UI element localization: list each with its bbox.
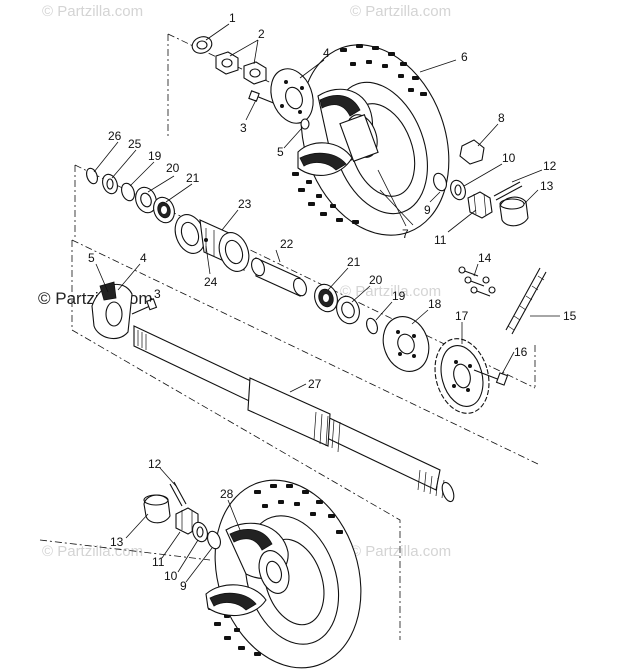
callout-13-bottom: 13 (110, 535, 124, 549)
part-4-flange-top (270, 68, 314, 124)
callout-20-left: 20 (166, 161, 180, 175)
top-wheel-assembly (191, 36, 529, 236)
callout-16: 16 (514, 345, 528, 359)
part-15-chain (505, 267, 547, 335)
part-20-seal-left (135, 186, 157, 214)
part-18-sprocket-hub (382, 316, 430, 372)
part-20-seal-right (336, 295, 360, 325)
callout-4-left: 4 (140, 251, 147, 265)
callout-26: 26 (108, 129, 122, 143)
callout-2: 2 (258, 27, 265, 41)
part-11-castle-nut-top (467, 191, 493, 219)
watermark-top-left: © Partzilla.com (42, 3, 143, 20)
part-19-oring-left (121, 182, 135, 202)
callout-12-top: 12 (543, 159, 557, 173)
part-9-washer-bottom (207, 530, 221, 550)
bottom-left-axis (39, 539, 211, 561)
leader-lines (93, 23, 560, 583)
callout-12-bottom: 12 (148, 457, 162, 471)
part-13-cap-top (499, 196, 529, 227)
part-2-nuts (215, 51, 267, 85)
part-16-bolt (473, 369, 509, 386)
callout-9-top: 9 (424, 203, 431, 217)
callout-24: 24 (204, 275, 218, 289)
part-12-cotter-pin-bottom (169, 481, 187, 507)
part-23-axle-housing (174, 214, 250, 272)
callout-14: 14 (478, 251, 492, 265)
callout-6: 6 (461, 50, 468, 64)
callout-19-left: 19 (148, 149, 162, 163)
callout-27: 27 (308, 377, 322, 391)
callout-10-bottom: 10 (164, 569, 178, 583)
callout-5-left: 5 (88, 251, 95, 265)
callout-22: 22 (280, 237, 294, 251)
callout-28: 28 (220, 487, 234, 501)
callout-19-right: 19 (392, 289, 406, 303)
left-flange-assembly (91, 281, 158, 340)
callout-9-bottom: 9 (180, 579, 187, 593)
part-5-nut-top (300, 118, 310, 130)
callout-11-bottom: 11 (152, 555, 165, 569)
callout-25: 25 (128, 137, 142, 151)
callout-4-top: 4 (323, 46, 330, 60)
bearing-stack (86, 167, 547, 414)
callout-23: 23 (238, 197, 252, 211)
part-26-snap-ring (86, 167, 98, 185)
bottom-wheel-assembly (143, 479, 362, 669)
part-12-cotter-pin-top (493, 181, 523, 201)
part-10-washer-bottom (192, 521, 208, 543)
callout-17: 17 (455, 309, 469, 323)
bottom-axis-line (71, 329, 401, 640)
part-21-bearing-left (153, 196, 175, 224)
bottom-hub (205, 522, 290, 617)
part-3-bolt-left (131, 298, 158, 315)
callout-21-left: 21 (186, 171, 200, 185)
callout-21-right: 21 (347, 255, 361, 269)
watermark-bottom-right: © Partzilla.com (350, 543, 451, 560)
part-27-axle-shaft (133, 325, 455, 503)
callout-3-top: 3 (240, 121, 247, 135)
part-28-hub-insert (229, 529, 273, 551)
part-9-washer-top (433, 172, 447, 192)
part-1-washer (191, 36, 213, 54)
callout-3-left: 3 (154, 287, 161, 301)
callout-1: 1 (229, 11, 236, 25)
watermark-top-right: © Partzilla.com (350, 3, 451, 20)
callout-labels: 1 2 3 4 5 6 7 8 9 10 11 12 13 26 25 19 2… (88, 11, 577, 593)
callout-18: 18 (428, 297, 442, 311)
part-10-washer-top (450, 179, 466, 201)
callout-7: 7 (402, 227, 409, 241)
callout-11-top: 11 (434, 233, 447, 247)
callout-8: 8 (498, 111, 505, 125)
mid-lower-axis (71, 239, 541, 466)
part-13-cap-bottom (143, 494, 171, 524)
callout-10-top: 10 (502, 151, 516, 165)
part-21-bearing-right (314, 283, 338, 313)
top-hub (297, 88, 379, 176)
part-17-sprocket (434, 338, 490, 414)
watermark-middle: © Partzilla.com (340, 283, 441, 300)
callout-13-top: 13 (540, 179, 554, 193)
watermark-bottom-left: © Partzilla.com (42, 543, 143, 560)
callout-15: 15 (563, 309, 577, 323)
part-22-spacer-tube (251, 257, 307, 297)
part-25-ring (102, 173, 118, 195)
part-14-studs (458, 266, 496, 297)
callout-20-right: 20 (369, 273, 383, 287)
part-19-oring-right (366, 317, 378, 335)
callout-5-top: 5 (277, 145, 284, 159)
